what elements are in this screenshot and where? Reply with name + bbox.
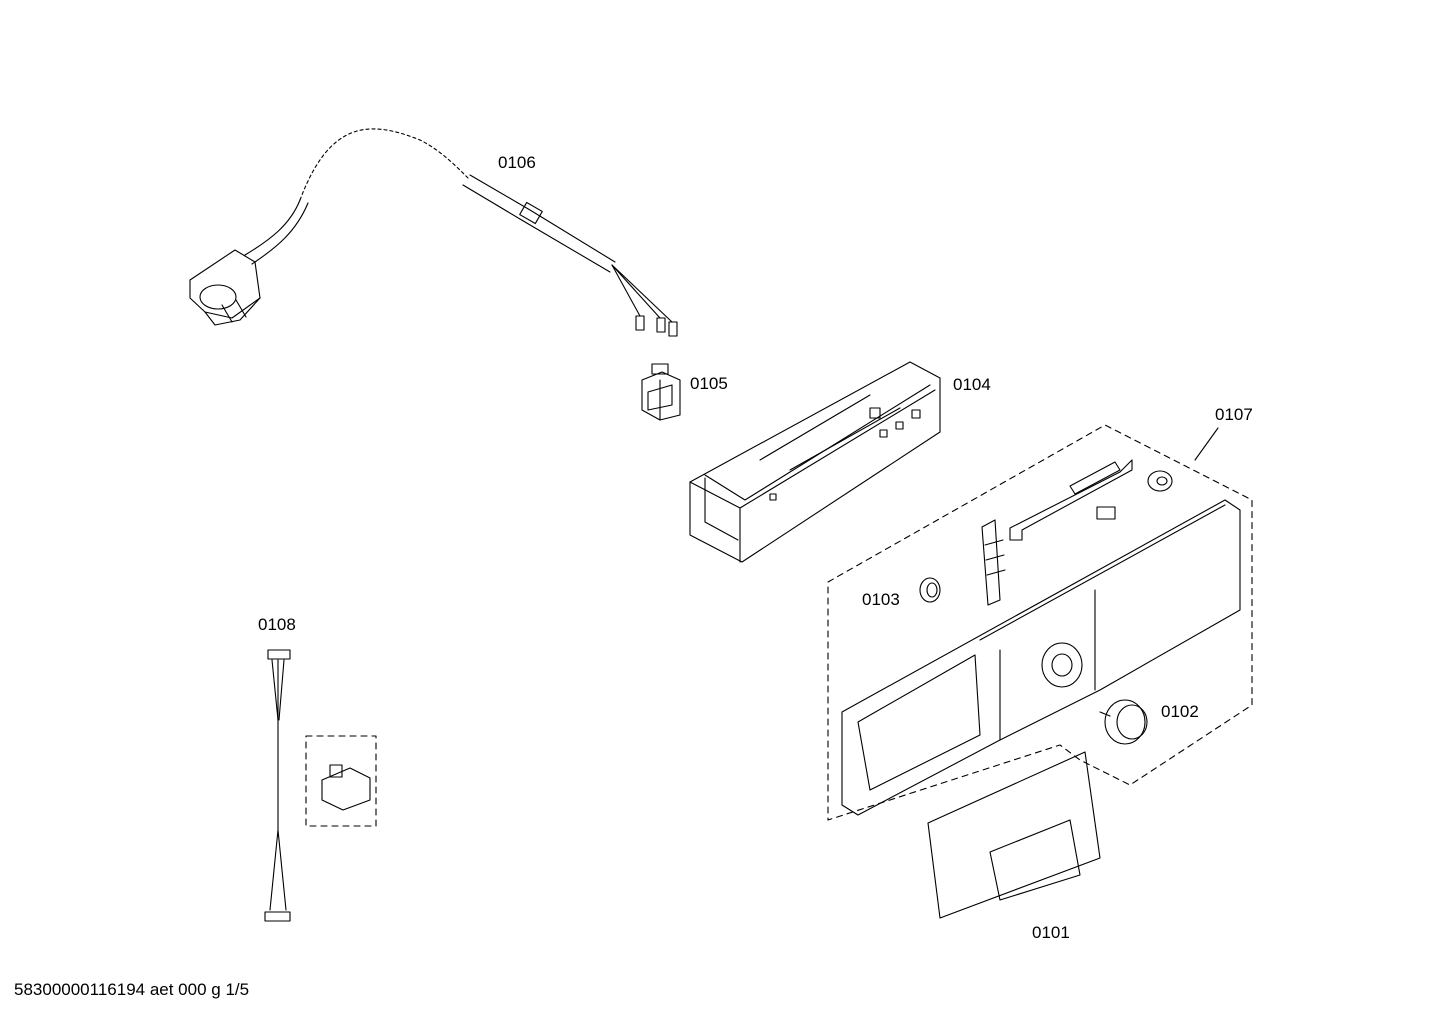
knob-insert-part-0103 (919, 577, 941, 603)
wiring-harness-part-0108 (264, 649, 291, 922)
leader-line-0107 (1194, 427, 1219, 461)
control-panel-fascia (841, 499, 1241, 816)
label-0101: 0101 (1032, 923, 1070, 942)
power-cord-part-0106 (189, 128, 678, 337)
drawer-handle-part-0101 (927, 751, 1101, 919)
light-guide (981, 519, 1006, 606)
small-clip (1096, 506, 1116, 520)
knob-part-0102 (1099, 699, 1148, 745)
label-0108: 0108 (258, 615, 296, 634)
connector-part-0105 (641, 363, 681, 421)
label-0104: 0104 (953, 375, 991, 394)
cylinder-part (1147, 470, 1173, 492)
assembly-boundary-part-0107 (827, 424, 1253, 821)
control-board-housing-part-0104 (689, 361, 941, 563)
label-0103: 0103 (862, 590, 900, 609)
label-0102: 0102 (1161, 702, 1199, 721)
document-id-footer: 58300000116194 aet 000 g 1/5 (14, 980, 250, 999)
label-0107: 0107 (1215, 405, 1253, 424)
switch-part (321, 764, 371, 811)
label-0106: 0106 (498, 153, 536, 172)
switch-detail-box (305, 735, 377, 827)
label-0105: 0105 (690, 374, 728, 393)
slider-bar (1009, 459, 1133, 541)
